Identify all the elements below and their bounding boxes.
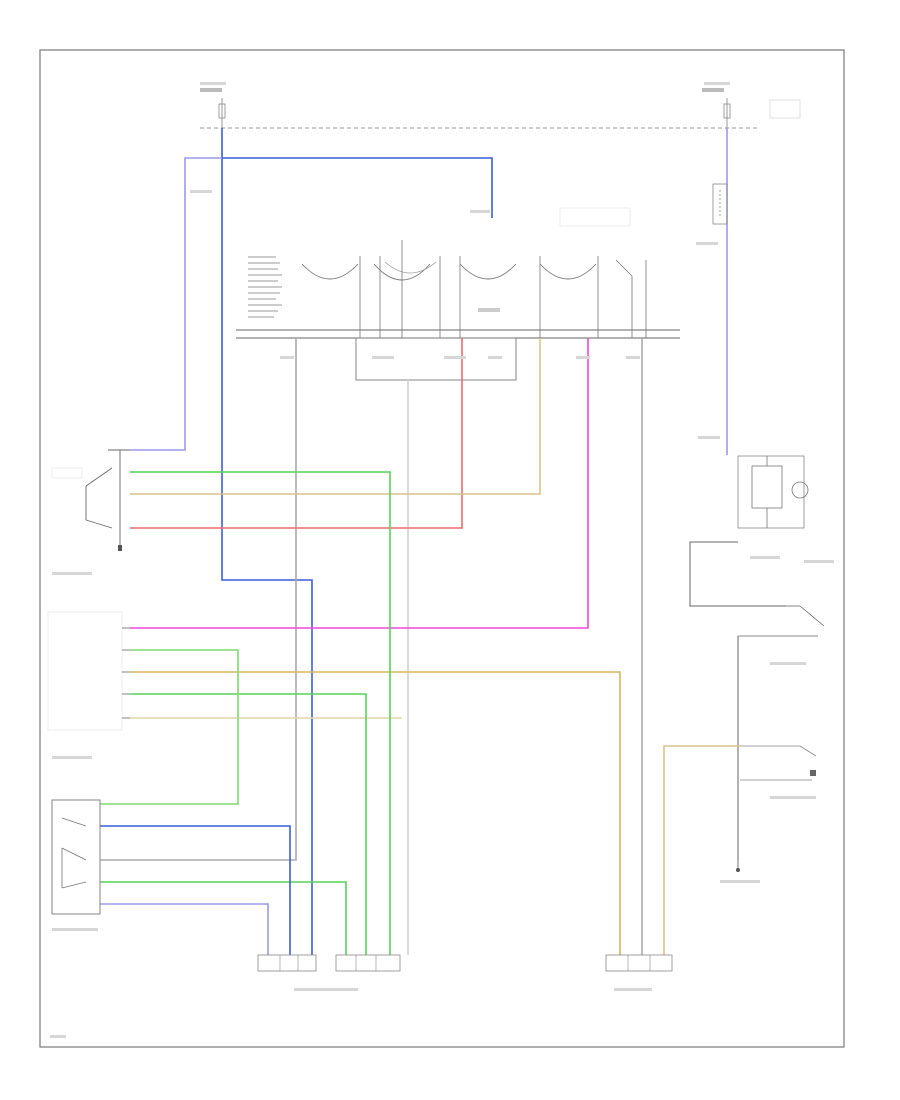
motor-icon [791,481,809,499]
module-label-column [248,256,282,318]
right-inline-fuse [712,183,728,225]
wire-tan-right [663,745,740,955]
driver-door-module-connector [47,611,130,731]
door-lock-solenoid-switch [738,605,825,637]
hot-at-all-times-left-fuse [200,88,226,128]
ground-symbol [736,860,740,872]
wire-lavender-lower [100,903,269,955]
relay-box [355,337,517,381]
wire-green-lower-2 [100,881,347,955]
wire-tan-1 [130,338,541,495]
hot-at-all-times-right-fuse [702,88,801,128]
right-door-connector [605,954,673,972]
diagram-frame [39,49,845,1048]
driver-door-lock-switch-right [740,745,817,781]
door-lock-actuator [737,455,809,529]
wire-lavender-left [130,157,222,451]
wire-green-lower-1 [130,693,367,955]
wire-blue-lower [100,825,291,955]
wire-blue-main [222,157,493,218]
power-window-master-switch [51,449,130,551]
illegible-labels [50,82,834,1038]
driver-door-lock-switch [51,799,101,915]
wire-black-actuator [689,541,786,607]
wire-tan-2 [130,671,621,955]
wire-gray-1 [100,338,297,861]
wire-light-green [100,649,239,805]
body-control-module [236,207,680,339]
left-door-connector [257,954,401,972]
wire-green-switch [130,471,391,955]
wire-blue-down [221,128,313,955]
wire-red [130,338,463,529]
wire-pink [130,338,589,629]
